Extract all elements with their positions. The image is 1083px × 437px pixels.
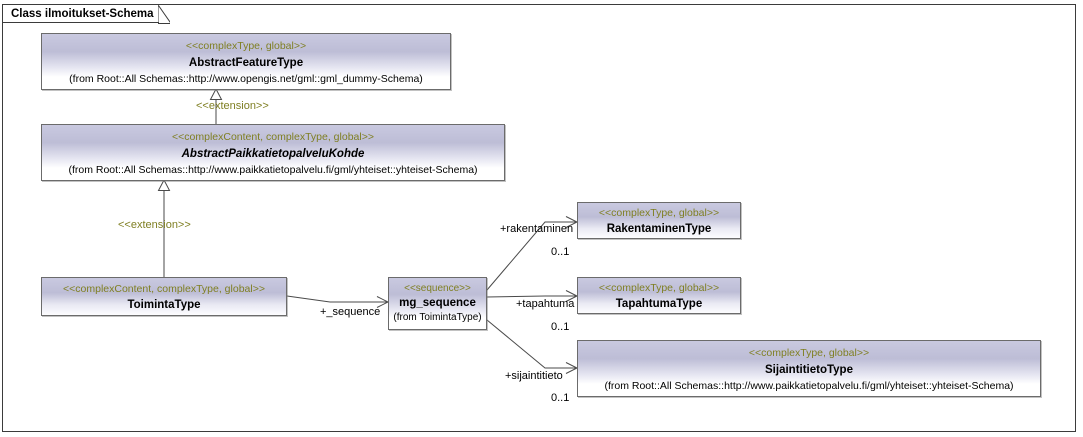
class-namespace: (from ToimintaType) (393, 312, 482, 323)
connector-label-sijaintitieto-role: +sijaintitieto (505, 370, 563, 382)
class-name: RakentaminenType (606, 223, 712, 235)
connector-label-extension-bottom: <<extension>> (118, 219, 191, 231)
class-name: SijaintitietoType (765, 364, 853, 376)
class-box-rakentaminen-type[interactable]: <<complexType, global>> RakentaminenType (577, 202, 741, 239)
connector-mult-tapahtuma: 0..1 (551, 321, 570, 333)
frame-title-label: Class ilmoitukset-Schema (11, 8, 154, 20)
connector-label-tapahtuma-role: +tapahtuma (516, 298, 575, 310)
class-box-sijaintitieto-type[interactable]: <<complexType, global>> SijaintitietoTyp… (577, 340, 1041, 397)
class-box-abstract-paikkatietopalvelu-kohde[interactable]: <<complexContent, complexType, global>> … (41, 124, 505, 181)
connector-label-extension-top: <<extension>> (196, 100, 269, 112)
class-box-toiminta-type[interactable]: <<complexContent, complexType, global>> … (41, 277, 287, 316)
frame-title-tab: Class ilmoitukset-Schema (3, 5, 171, 24)
class-stereotype: <<complexType, global>> (598, 207, 720, 219)
class-box-tapahtuma-type[interactable]: <<complexType, global>> TapahtumaType (577, 277, 741, 314)
class-stereotype: <<complexContent, complexType, global>> (172, 131, 374, 143)
class-stereotype: <<complexType, global>> (185, 40, 307, 52)
class-namespace: (from Root::All Schemas::http://www.paik… (68, 164, 478, 176)
class-box-abstract-feature-type[interactable]: <<complexType, global>> AbstractFeatureT… (41, 33, 451, 90)
class-name: TapahtumaType (615, 298, 703, 310)
class-box-mg-sequence[interactable]: <<sequence>> mg_sequence (from ToimintaT… (388, 277, 487, 330)
class-stereotype: <<complexType, global>> (748, 347, 870, 359)
class-name: mg_sequence (399, 297, 476, 309)
connector-label-sequence-role: +_sequence (320, 306, 381, 318)
class-stereotype: <<complexContent, complexType, global>> (63, 283, 265, 295)
class-stereotype: <<complexType, global>> (598, 282, 720, 294)
connector-mult-rakentaminen: 0..1 (551, 246, 570, 258)
class-name: AbstractPaikkatietopalveluKohde (181, 148, 365, 160)
connector-mult-sijaintitieto: 0..1 (551, 392, 570, 404)
tab-slant-icon (158, 5, 170, 24)
class-namespace: (from Root::All Schemas::http://www.open… (69, 73, 423, 85)
class-stereotype: <<sequence>> (404, 283, 471, 294)
class-name: AbstractFeatureType (188, 57, 304, 69)
connector-label-rakentaminen-role: +rakentaminen (500, 223, 574, 235)
class-namespace: (from Root::All Schemas::http://www.paik… (604, 380, 1014, 392)
class-name: ToimintaType (127, 299, 201, 311)
